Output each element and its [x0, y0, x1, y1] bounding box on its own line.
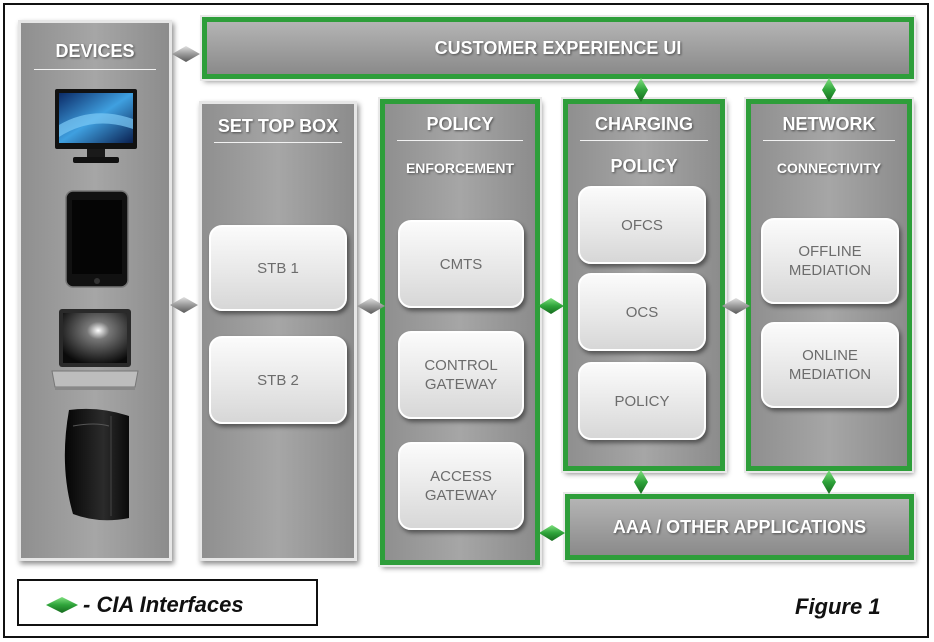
policy-enforcement-title-rule	[397, 140, 523, 141]
legend-label: - CIA Interfaces	[83, 592, 244, 617]
stb-policy-interface-icon	[357, 298, 385, 314]
policy-aaa-cia-icon	[539, 525, 565, 541]
charging-policy-title: CHARGING	[595, 114, 693, 134]
ocs-node: OCS	[578, 273, 706, 351]
policy-enforcement-title: POLICY	[426, 114, 494, 134]
ofcs-node: OFCS	[578, 186, 706, 264]
policy-node: POLICY	[578, 362, 706, 440]
charging-policy-title-rule	[580, 140, 708, 141]
tablet-icon	[65, 190, 129, 288]
charging-aaa-cia-icon	[634, 470, 648, 494]
cmts-node: CMTS	[398, 220, 524, 308]
customer-experience-ui-label: CUSTOMER EXPERIENCE UI	[434, 37, 682, 58]
figure-caption: Figure 1	[795, 594, 881, 619]
charging-network-interface-icon	[722, 298, 750, 314]
access-gateway-node: ACCESS GATEWAY	[398, 442, 524, 530]
charging-policy-subtitle: POLICY	[610, 156, 678, 176]
devices-stb-interface-icon	[170, 297, 198, 313]
customer-experience-ui-bar: CUSTOMER EXPERIENCE UI	[200, 15, 916, 81]
offline-mediation-node: OFFLINE MEDIATION	[761, 218, 899, 304]
set-top-box-title: SET TOP BOX	[217, 116, 339, 136]
devices-title-rule	[34, 69, 156, 70]
figure-frame	[3, 3, 929, 638]
control-gateway-node: CONTROL GATEWAY	[398, 331, 524, 419]
policy-enforcement-subtitle: ENFORCEMENT	[405, 160, 515, 176]
policy-charging-cia-icon	[538, 298, 564, 314]
online-mediation-node: ONLINE MEDIATION	[761, 322, 899, 408]
stb-2-node: STB 2	[209, 336, 347, 424]
devices-cx-ui-interface-icon	[172, 46, 200, 62]
network-connectivity-title-rule	[763, 140, 895, 141]
network-connectivity-title: NETWORK	[782, 114, 876, 134]
set-top-box-title-rule	[214, 142, 342, 143]
network-aaa-cia-icon	[822, 470, 836, 494]
aaa-other-applications-bar: AAA / OTHER APPLICATIONS	[563, 492, 916, 562]
devices-panel: DEVICES	[18, 20, 172, 561]
laptop-icon	[51, 309, 139, 390]
set-top-box-panel: SET TOP BOX	[199, 101, 357, 561]
game-console-icon	[64, 408, 129, 521]
aaa-other-applications-label: AAA / OTHER APPLICATIONS	[612, 516, 867, 537]
stb-1-node: STB 1	[209, 225, 347, 311]
ui-network-cia-icon	[822, 78, 836, 102]
ui-charging-cia-icon	[634, 78, 648, 102]
cia-interface-icon	[46, 597, 78, 613]
tv-icon	[55, 89, 137, 163]
devices-title: DEVICES	[55, 41, 135, 61]
legend: - CIA Interfaces	[17, 579, 318, 626]
network-connectivity-subtitle: CONNECTIVITY	[776, 160, 882, 176]
